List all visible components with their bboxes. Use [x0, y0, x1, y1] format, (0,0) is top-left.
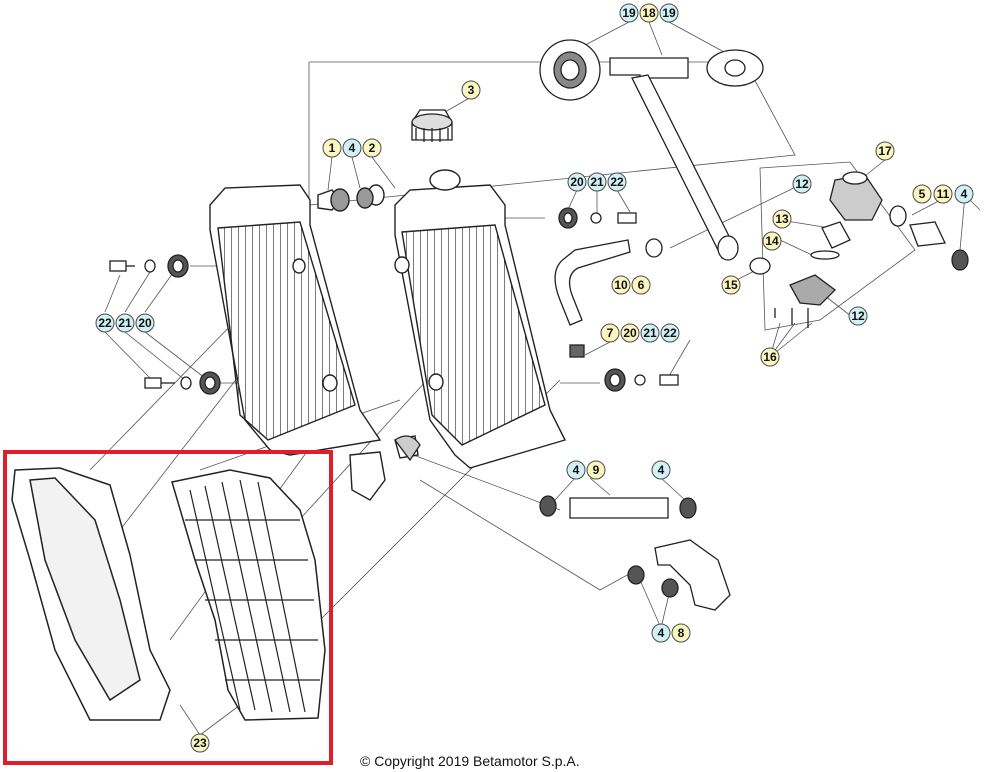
callout-c4e: 4 [651, 623, 671, 643]
callout-label: 4 [349, 141, 356, 155]
callout-c11: 11 [933, 184, 953, 204]
callout-label: 10 [614, 278, 628, 292]
callout-label: 16 [763, 350, 777, 364]
callout-c16: 16 [760, 347, 780, 367]
callout-c13: 13 [772, 209, 792, 229]
callout-label: 8 [678, 626, 685, 640]
callout-c14: 14 [762, 231, 782, 251]
callout-label: 1 [329, 141, 336, 155]
right-radiator [356, 169, 567, 469]
callout-c12a: 12 [792, 174, 812, 194]
right-fasteners [558, 207, 679, 392]
callout-label: 4 [658, 626, 665, 640]
callout-c9: 9 [586, 460, 606, 480]
callout-c3: 3 [461, 80, 481, 100]
selection-highlight-box [3, 450, 333, 765]
callout-label: 21 [590, 175, 604, 189]
callout-c22a: 22 [607, 172, 627, 192]
callout-label: 14 [765, 234, 779, 248]
callout-label: 21 [118, 316, 132, 330]
callout-label: 6 [638, 278, 645, 292]
callout-label: 19 [622, 6, 636, 20]
callout-label: 4 [961, 187, 968, 201]
callout-c7: 7 [600, 323, 620, 343]
callout-c21c: 21 [640, 323, 660, 343]
callout-label: 12 [851, 309, 865, 323]
callout-label: 22 [98, 316, 112, 330]
callout-c6: 6 [631, 275, 651, 295]
callout-label: 20 [138, 316, 152, 330]
callout-label: 9 [593, 463, 600, 477]
small-hose [554, 238, 663, 326]
copyright-text: © Copyright 2019 Betamotor S.p.A. [360, 753, 580, 769]
callout-c12b: 12 [848, 306, 868, 326]
callout-c19a: 19 [619, 3, 639, 23]
callout-c4d: 4 [651, 460, 671, 480]
callout-label: 2 [369, 141, 376, 155]
callout-label: 21 [643, 326, 657, 340]
callout-c20c: 20 [620, 323, 640, 343]
callout-label: 4 [658, 463, 665, 477]
callout-label: 11 [937, 187, 950, 201]
callout-label: 22 [610, 175, 624, 189]
callout-c15: 15 [721, 275, 741, 295]
radiator-cap [411, 109, 453, 142]
callout-label: 22 [663, 326, 677, 340]
callout-c8: 8 [671, 623, 691, 643]
callout-c1: 1 [322, 138, 342, 158]
callout-c22b: 22 [95, 313, 115, 333]
callout-label: 23 [193, 736, 207, 750]
callout-label: 19 [662, 6, 676, 20]
left-radiator [209, 184, 386, 501]
callout-c23: 23 [190, 733, 210, 753]
callout-c4b: 4 [954, 184, 974, 204]
callout-label: 12 [795, 177, 809, 191]
callout-c10: 10 [611, 275, 631, 295]
bottom-hoses [394, 435, 731, 611]
callout-c18: 18 [639, 3, 659, 23]
callout-label: 4 [573, 463, 580, 477]
callout-label: 15 [724, 278, 738, 292]
callout-c2: 2 [362, 138, 382, 158]
callout-label: 18 [642, 6, 656, 20]
left-fasteners [109, 254, 221, 395]
callout-c20b: 20 [135, 313, 155, 333]
callout-c21b: 21 [115, 313, 135, 333]
callout-c20a: 20 [567, 172, 587, 192]
callout-c5: 5 [912, 184, 932, 204]
callout-label: 13 [775, 212, 789, 226]
callout-c4c: 4 [566, 460, 586, 480]
callout-c17: 17 [875, 141, 895, 161]
callout-label: 20 [623, 326, 637, 340]
callout-label: 3 [468, 83, 475, 97]
callout-c19b: 19 [659, 3, 679, 23]
top-seal-parts [539, 39, 764, 261]
callout-label: 17 [878, 144, 892, 158]
callout-c21a: 21 [587, 172, 607, 192]
callout-label: 7 [607, 326, 614, 340]
callout-c4a: 4 [342, 138, 362, 158]
callout-label: 20 [570, 175, 584, 189]
callout-label: 5 [919, 187, 926, 201]
callout-c22c: 22 [660, 323, 680, 343]
radiator-shrouds [11, 467, 326, 721]
thermostat-assembly [749, 171, 969, 328]
